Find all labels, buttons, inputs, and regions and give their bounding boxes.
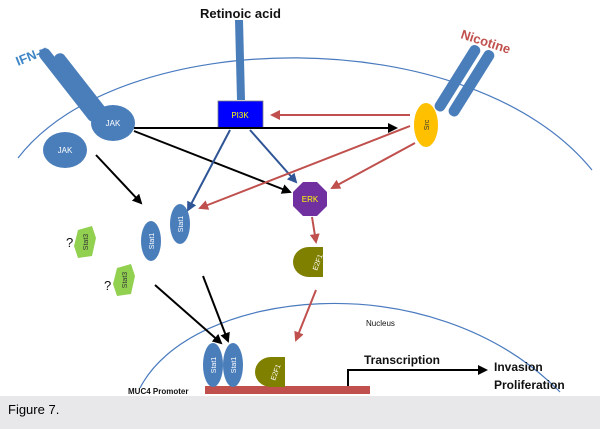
arrow-jak-to-stat1 — [95, 154, 143, 205]
jak-label-upper: JAK — [106, 119, 121, 128]
arrow-erk-to-e2f1 — [309, 216, 320, 244]
arrow-src-to-stat1 — [198, 125, 411, 210]
pathway-diagram: Retinoic acid IFN-γ JAK JAK PI3K Nicotin… — [14, 6, 593, 396]
transcription-label: Transcription — [364, 353, 440, 367]
stat3-label-lower: Stat3 — [122, 272, 129, 288]
e2f1-protein-nucleus — [255, 357, 285, 387]
arrow-stat1-to-nucleus-2 — [202, 275, 230, 343]
e2f1-protein-cytoplasm — [293, 247, 323, 277]
stat1-label-nuc-right: Stat1 — [231, 357, 238, 373]
pi3k-box — [217, 100, 264, 129]
arrow-jak-to-erk — [133, 130, 292, 194]
proliferation-label: Proliferation — [494, 378, 565, 392]
stat3-label-upper: Stat3 — [83, 234, 90, 250]
stat1-cyto-left — [141, 221, 161, 261]
arrow-pi3k-to-stat1 — [187, 129, 231, 212]
muc4-promoter-label: MUC4 Promoter — [128, 387, 188, 396]
nucleus-label: Nucleus — [366, 319, 395, 328]
retinoic-acid-stalk — [235, 20, 245, 100]
jak-protein-upper — [91, 105, 135, 141]
stat1-nuc-right — [223, 343, 243, 387]
retinoic-acid-label: Retinoic acid — [200, 6, 281, 21]
jak-protein-lower — [43, 132, 87, 168]
src-protein — [414, 103, 438, 147]
stat1-cyto-right — [170, 204, 190, 244]
stat3-upper — [74, 226, 96, 258]
ifn-receptor-chain-1 — [38, 48, 100, 122]
arrow-e2f1-to-nucleus — [294, 289, 317, 342]
stat3-question-upper: ? — [66, 235, 73, 250]
muc4-promoter-bar — [205, 386, 370, 394]
jak-label-lower: JAK — [58, 146, 73, 155]
ifn-receptor-chain-2 — [53, 53, 115, 127]
figure-caption: Figure 7. — [8, 402, 60, 417]
stat1-label-nuc-left: Stat1 — [211, 357, 218, 373]
src-label: Src — [424, 119, 431, 130]
nicotine-receptor-chain-2 — [448, 50, 495, 117]
stat1-label-cyto-left: Stat1 — [149, 233, 156, 249]
nicotine-receptor-chain-1 — [434, 45, 481, 112]
stat3-lower — [113, 264, 135, 296]
nuclear-membrane — [139, 302, 561, 393]
stat1-nuc-left — [203, 343, 223, 387]
erk-label: ERK — [302, 195, 319, 204]
invasion-label: Invasion — [494, 360, 543, 374]
arrow-stat1-to-nucleus-1 — [154, 284, 223, 345]
cell-membrane — [17, 57, 593, 171]
arrow-src-to-erk — [330, 142, 416, 189]
stat3-question-lower: ? — [104, 278, 111, 293]
transcription-arrow — [347, 365, 488, 386]
caption-bar — [0, 396, 600, 429]
pi3k-label: PI3K — [231, 111, 249, 120]
stat1-label-cyto-right: Stat1 — [178, 216, 185, 232]
erk-octagon — [293, 182, 327, 216]
